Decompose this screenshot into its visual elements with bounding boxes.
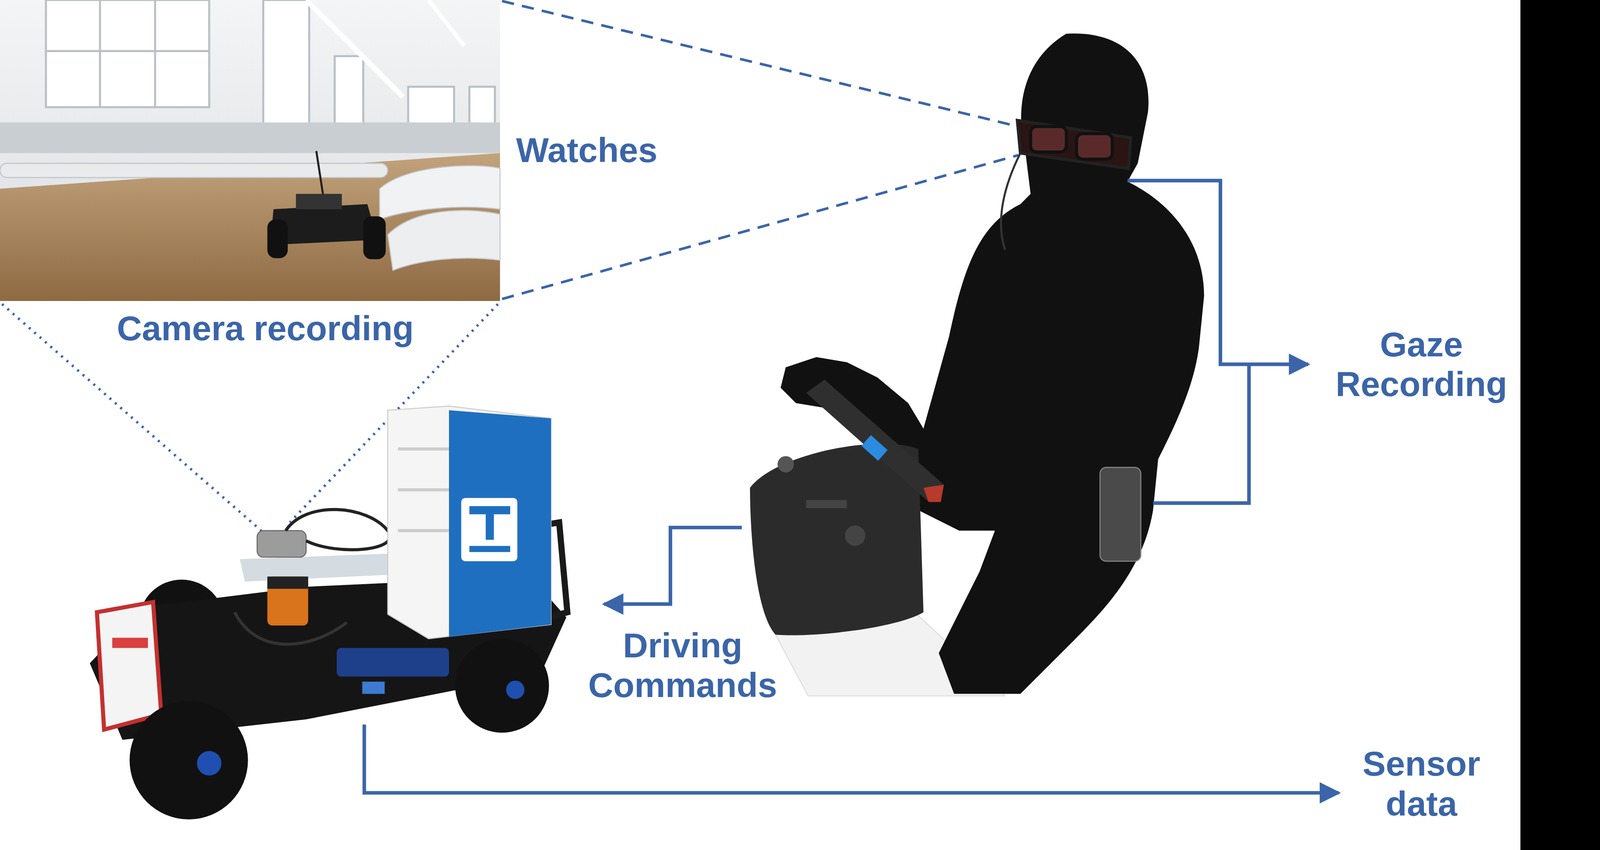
- camera-photo-part: [363, 216, 386, 260]
- driver-illustration-part: [806, 499, 848, 509]
- car-illustration-part: [469, 506, 511, 515]
- flow-arrows-part: [364, 724, 1339, 793]
- camera-photo-part: [305, 0, 403, 97]
- figure-label: Gaze Recording: [1319, 324, 1524, 405]
- car-illustration-part: [96, 601, 161, 730]
- car-illustration-part: [129, 701, 248, 820]
- driver-illustration-part: [1030, 126, 1067, 153]
- figure-label: Driving Commands: [575, 625, 790, 706]
- car-illustration-part: [398, 488, 449, 492]
- car-illustration-part: [461, 497, 518, 562]
- driver-illustration-part: [1017, 120, 1131, 169]
- view-lines-part: [501, 155, 1019, 299]
- camera-photo-part: [267, 219, 288, 259]
- camera-photo-part: [387, 210, 500, 271]
- figure-label: Sensor data: [1339, 743, 1504, 824]
- driver-illustration-part: [845, 525, 866, 546]
- car-illustration-part: [336, 647, 449, 677]
- driver-illustration: [749, 33, 1204, 696]
- camera-photo: [0, 0, 500, 301]
- camera-photo-part: [0, 163, 388, 178]
- camera-photo-part: [45, 0, 210, 108]
- camera-photo-part: [0, 0, 500, 301]
- driver-illustration-part: [1000, 152, 1021, 250]
- car-illustration-part: [398, 447, 449, 451]
- flow-arrows-part: [1153, 364, 1249, 504]
- car-illustration-part: [267, 576, 309, 626]
- driver-illustration-part: [1076, 133, 1113, 160]
- car-illustration-part: [112, 637, 148, 649]
- flow-arrows-part: [604, 527, 742, 605]
- figure-label: Camera recording: [117, 308, 414, 349]
- car-illustration-part: [485, 514, 495, 540]
- car-illustration-part: [398, 529, 449, 533]
- car-illustration-part: [455, 638, 550, 733]
- car-illustration-part: [506, 680, 525, 699]
- driver-illustration-part: [923, 484, 944, 502]
- driver-illustration-part: [777, 456, 794, 473]
- car-illustration: [89, 405, 568, 820]
- camera-photo-part: [0, 152, 500, 301]
- car-illustration-part: [196, 751, 222, 776]
- driver-illustration-part: [861, 435, 888, 461]
- driver-illustration-part: [806, 379, 944, 502]
- car-illustration-part: [469, 545, 511, 552]
- camera-photo-part: [263, 0, 310, 133]
- car-illustration-part: [267, 576, 309, 590]
- driver-illustration-part: [1100, 467, 1142, 562]
- car-illustration-part: [362, 681, 385, 695]
- car-illustration-part: [257, 530, 306, 557]
- camera-photo-part: [45, 50, 210, 53]
- car-illustration-part: [285, 509, 390, 550]
- flow-arrows: [364, 180, 1339, 793]
- camera-photo-part: [296, 193, 342, 210]
- car-illustration-part: [387, 405, 552, 639]
- camera-photo-part: [98, 0, 101, 108]
- figure-label: Watches: [515, 130, 658, 171]
- edge-band: [1520, 0, 1600, 850]
- camera-photo-part: [0, 122, 500, 153]
- car-illustration-part: [234, 612, 347, 645]
- car-illustration-part: [448, 410, 552, 637]
- flow-arrows-part: [1127, 180, 1309, 365]
- view-lines-part: [501, 0, 1019, 127]
- camera-photo-part: [154, 0, 157, 108]
- camera-photo-part: [428, 0, 465, 46]
